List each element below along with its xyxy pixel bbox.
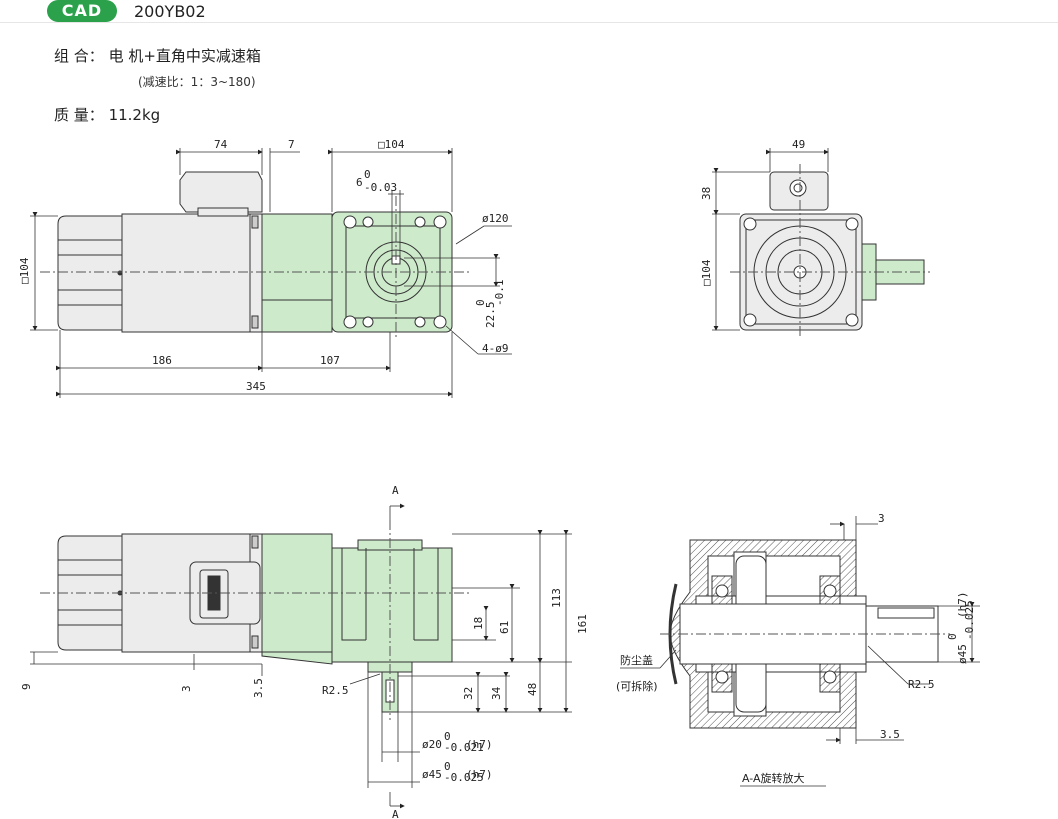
dim-3-right: 3 [878,512,885,525]
dim-4-9: 4-ø9 [482,342,509,355]
dust-cover-label: 防尘盖 [620,653,653,667]
dim-7: 7 [288,138,295,151]
dim-3-5-left: 3.5 [252,678,265,698]
front-view [40,171,470,340]
r2-5-left: R2.5 [322,684,349,697]
side-view-dims [712,148,829,331]
dim-45-bottom: ø45 [422,768,442,781]
dim-38: 38 [700,187,713,200]
dim-45-right-tol-up: 0 [946,633,959,640]
header-divider [0,22,1058,23]
section-title: A-A旋转放大 [742,771,805,785]
side-view [730,164,930,336]
dim-45-bottom-tol-dn: -0.025 [444,771,484,784]
dim-45-right-fit: (h7) [956,592,969,619]
dim-6-tol-up: 0 [364,168,371,181]
dim-34: 34 [490,686,503,700]
dim-61: 61 [498,621,511,634]
combination-label: 组 合： [54,47,104,65]
cad-badge: CAD [47,0,117,22]
dim-20-tol-dn: -0.021 [444,741,484,754]
r2-5-right: R2.5 [908,678,935,691]
section-view [660,539,950,729]
dim-49: 49 [792,138,805,151]
bottom-view-dims [30,503,572,809]
dim-45-right-tol-dn: -0.025 [963,600,976,640]
dim-18: 18 [472,617,485,630]
dim-3-5-right: 3.5 [880,728,900,741]
dim-104-side: □104 [700,259,713,286]
dim-104-left: □104 [18,257,31,284]
dim-186: 186 [152,354,172,367]
dim-45-bottom-tol-up: 0 [444,760,451,773]
dim-9: 9 [20,683,33,690]
section-mark-bottom: A [392,808,399,819]
dim-6: 6 [356,176,363,189]
dim-20-tol-up: 0 [444,730,451,743]
front-view-dims [30,148,512,398]
bottom-view [40,520,470,720]
removable-label: (可拆除) [616,679,658,693]
dim-113: 113 [550,588,563,608]
dim-22-5: 22.5 [484,302,497,329]
section-mark-top: A [392,484,399,497]
combination-value: 电 机+直角中实减速箱 [108,47,261,65]
dim-74: 74 [214,138,228,151]
ratio-note: (减速比：1：3~180) [138,75,256,89]
dim-20-fit: (h7) [466,738,493,751]
dim-22-5-tol-up: 0 [474,299,487,306]
mass-value: 11.2kg [108,106,161,124]
model-number: 200YB02 [134,2,206,21]
mass-label: 质 量： [54,106,104,124]
dim-104-top: □104 [378,138,405,151]
dim-107: 107 [320,354,340,367]
dim-120: ø120 [482,212,509,225]
dim-45-bottom-fit: (h7) [466,768,493,781]
combination-row: 组 合： 电 机+直角中实减速箱 [54,45,261,66]
dim-20: ø20 [422,738,442,751]
dim-161: 161 [576,614,589,634]
section-view-dims [620,516,980,787]
dim-22-5-tol-dn: -0.1 [493,280,506,307]
dim-48: 48 [526,683,539,696]
dim-45-right: ø45 [956,644,969,664]
mass-row: 质 量： 11.2kg [54,104,160,125]
dim-345: 345 [246,380,266,393]
dim-6-tol-dn: -0.03 [364,181,397,194]
dim-3-left: 3 [180,685,193,692]
dim-32: 32 [462,687,475,700]
